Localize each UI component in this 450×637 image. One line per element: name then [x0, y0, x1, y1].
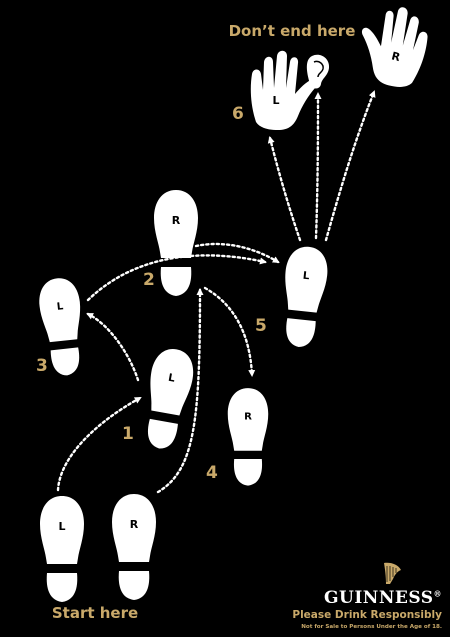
foot-letter: R [172, 214, 181, 227]
hand-letter: R [390, 49, 402, 64]
path-2-to-5 [194, 242, 280, 264]
start-caption: Start here [51, 604, 139, 622]
legal-notice: Not for Sale to Persons Under the Age of… [301, 624, 442, 630]
path-5-to-hand-left [267, 136, 302, 242]
step-number-5: 5 [255, 316, 267, 336]
footprint-step-1: L [138, 345, 198, 453]
step-number-4: 4 [206, 463, 218, 483]
brand-block: GUINNESS® Please Drink Responsibly Not f… [292, 560, 442, 630]
foot-letter: R [130, 518, 139, 531]
footprint-start-left: L [40, 496, 84, 602]
harp-logo-icon [384, 562, 401, 584]
foot-letter: L [56, 301, 64, 313]
step-paths [56, 90, 376, 494]
path-1-to-3 [86, 312, 140, 382]
step-number-1: 1 [122, 424, 134, 444]
hand-left-icon: L [250, 50, 318, 130]
footprint-step-3: L [36, 276, 88, 378]
brand-wordmark: GUINNESS® [323, 588, 442, 608]
foot-letter: L [167, 372, 176, 385]
brand-slogan: Please Drink Responsibly [292, 609, 442, 621]
footprint-step-2: R [154, 190, 198, 296]
hand-right-icon: R [361, 7, 428, 87]
path-5-to-hand-right [324, 90, 376, 242]
path-start-right-to-2 [156, 288, 204, 494]
step-number-3: 3 [36, 356, 48, 376]
foot-letter: L [58, 520, 65, 533]
footprint-start-right: R [112, 494, 156, 600]
path-5-to-ear [314, 92, 322, 240]
path-start-left-to-1 [56, 396, 142, 492]
ear-icon [306, 54, 330, 89]
path-2-to-4 [203, 286, 256, 377]
step-number-6: 6 [232, 104, 244, 124]
foot-letter: L [302, 270, 310, 283]
footprint-step-4: R [227, 388, 269, 486]
step-number-2: 2 [143, 270, 155, 290]
end-caption: Don’t end here [228, 22, 356, 40]
footprint-step-5: L [277, 244, 330, 350]
hand-letter: L [272, 94, 279, 107]
foot-letter: R [244, 411, 252, 422]
